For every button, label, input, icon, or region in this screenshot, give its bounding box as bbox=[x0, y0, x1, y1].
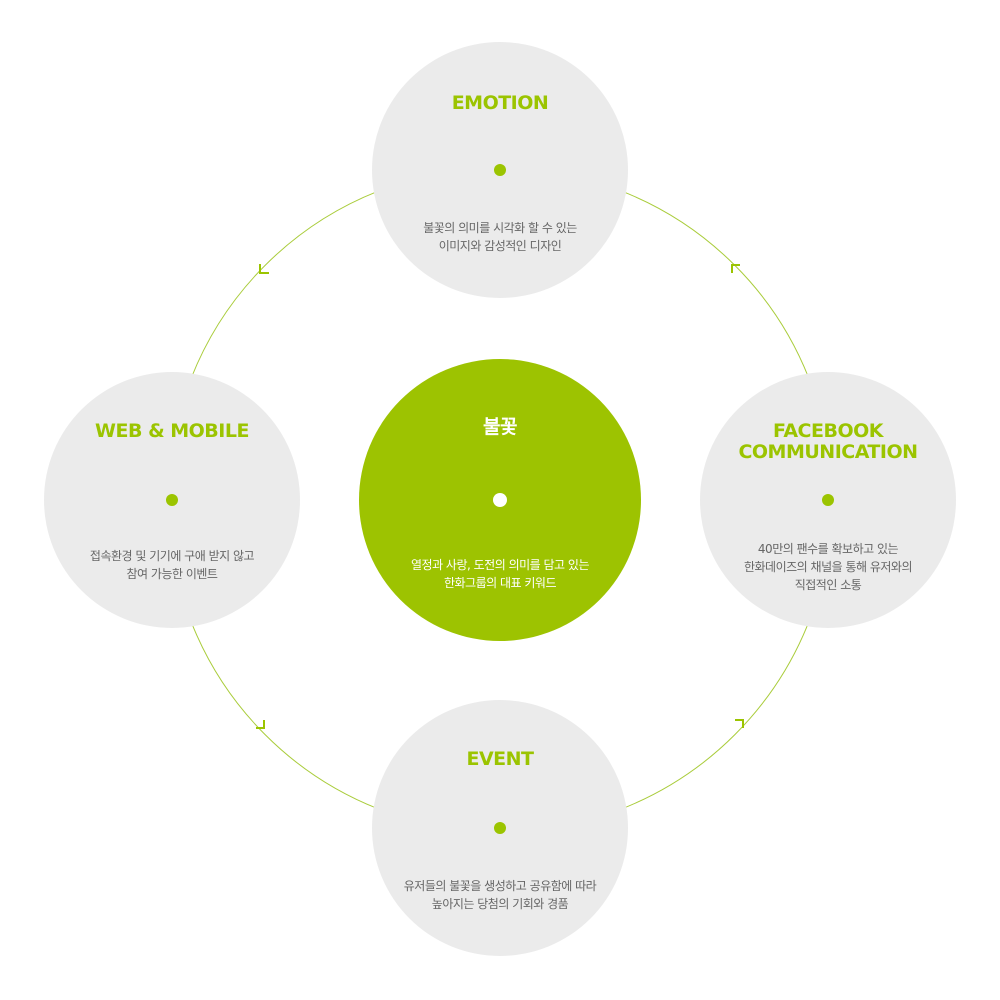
title-line: FACEBOOK bbox=[773, 420, 883, 442]
dot-icon bbox=[166, 494, 178, 506]
node-web-mobile: WEB & MOBILE 접속환경 및 기기에 구애 받지 않고 참여 가능한 … bbox=[44, 372, 300, 628]
node-center-bulkkot: 불꽃 열정과 사랑, 도전의 의미를 담고 있는 한화그룹의 대표 키워드 bbox=[359, 359, 641, 641]
node-desc: 접속환경 및 기기에 구애 받지 않고 참여 가능한 이벤트 bbox=[44, 547, 300, 583]
desc-line: 접속환경 및 기기에 구애 받지 않고 bbox=[89, 549, 255, 563]
center-title: 불꽃 bbox=[483, 416, 517, 438]
node-event: EVENT 유저들의 불꽃을 생성하고 공유함에 따라 높아지는 당첨의 기회와… bbox=[372, 700, 628, 956]
center-desc: 열정과 사랑, 도전의 의미를 담고 있는 한화그룹의 대표 키워드 bbox=[359, 556, 641, 592]
desc-line: 40만의 팬수를 확보하고 있는 bbox=[757, 542, 899, 556]
node-desc: 불꽃의 의미를 시각화 할 수 있는 이미지와 감성적인 디자인 bbox=[372, 219, 628, 255]
desc-line: 한화데이즈의 채널을 통해 유저와의 bbox=[743, 560, 913, 574]
node-title: WEB & MOBILE bbox=[95, 420, 249, 442]
dot-icon bbox=[822, 494, 834, 506]
node-emotion: EMOTION 불꽃의 의미를 시각화 할 수 있는 이미지와 감성적인 디자인 bbox=[372, 42, 628, 298]
node-title: EMOTION bbox=[451, 92, 549, 114]
node-facebook: FACEBOOK COMMUNICATION 40만의 팬수를 확보하고 있는 … bbox=[700, 372, 956, 628]
desc-line: 한화그룹의 대표 키워드 bbox=[443, 576, 557, 590]
arrow-icon bbox=[259, 264, 269, 274]
title-line: COMMUNICATION bbox=[738, 441, 918, 463]
desc-line: 유저들의 불꽃을 생성하고 공유함에 따라 bbox=[403, 879, 597, 893]
desc-line: 열정과 사랑, 도전의 의미를 담고 있는 bbox=[411, 558, 590, 572]
desc-line: 직접적인 소통 bbox=[794, 578, 862, 592]
arrow-icon bbox=[731, 264, 740, 273]
desc-line: 불꽃의 의미를 시각화 할 수 있는 bbox=[423, 221, 577, 235]
dot-icon bbox=[494, 822, 506, 834]
desc-line: 높아지는 당첨의 기회와 경품 bbox=[431, 897, 569, 911]
desc-line: 참여 가능한 이벤트 bbox=[126, 567, 218, 581]
dot-icon bbox=[494, 164, 506, 176]
node-desc: 40만의 팬수를 확보하고 있는 한화데이즈의 채널을 통해 유저와의 직접적인… bbox=[700, 540, 956, 594]
arrow-icon bbox=[735, 719, 744, 728]
node-title: EVENT bbox=[466, 748, 534, 770]
dot-icon bbox=[493, 493, 507, 507]
desc-line: 이미지와 감성적인 디자인 bbox=[438, 239, 562, 253]
node-desc: 유저들의 불꽃을 생성하고 공유함에 따라 높아지는 당첨의 기회와 경품 bbox=[372, 877, 628, 913]
node-title: FACEBOOK COMMUNICATION bbox=[700, 421, 956, 463]
arrow-icon bbox=[256, 720, 265, 729]
